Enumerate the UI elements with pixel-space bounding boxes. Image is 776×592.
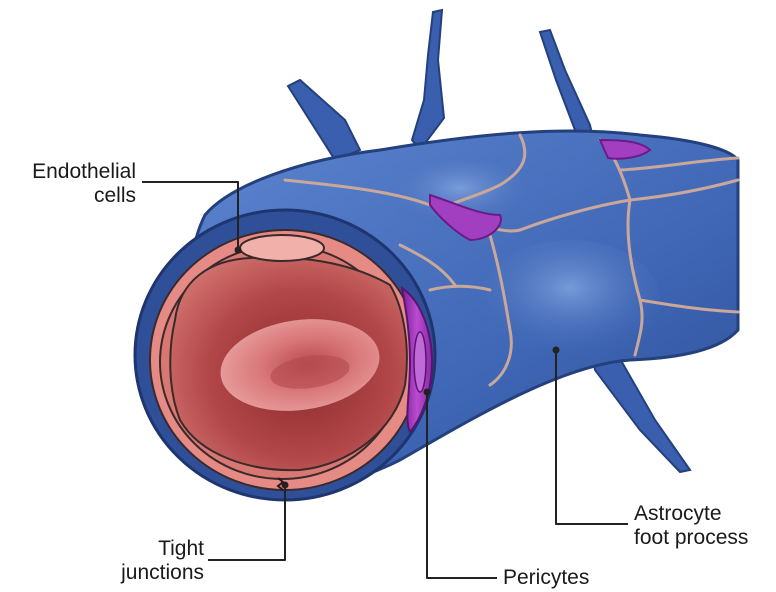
label-astrocyte-line2: foot process	[634, 526, 748, 550]
astrocyte-process-left	[288, 80, 360, 160]
label-pericytes-text: Pericytes	[503, 566, 589, 590]
label-pericytes: Pericytes	[503, 566, 589, 590]
pericytes-leader-dot	[425, 390, 430, 395]
label-endothelial-line1: Endothelial	[10, 160, 136, 184]
label-astrocyte-line1: Astrocyte	[634, 502, 748, 526]
endfoot-highlight	[480, 240, 660, 360]
astrocyte-leader-dot	[554, 348, 559, 353]
astrocyte-process-top	[412, 10, 444, 150]
pericyte-nucleus	[414, 332, 426, 392]
label-tight-line1: Tight	[100, 537, 204, 561]
tight-junctions-leader-dot	[283, 483, 288, 488]
label-endothelial-line2: cells	[10, 184, 136, 208]
endothelial-nucleus	[240, 235, 324, 261]
label-astrocyte-foot-process: Astrocyte foot process	[634, 502, 748, 550]
endothelial-leader-dot	[236, 248, 241, 253]
label-tight-line2: junctions	[100, 561, 204, 585]
label-tight-junctions: Tight junctions	[100, 537, 204, 585]
vessel-cross-section	[135, 210, 435, 500]
label-endothelial-cells: Endothelial cells	[10, 160, 136, 208]
